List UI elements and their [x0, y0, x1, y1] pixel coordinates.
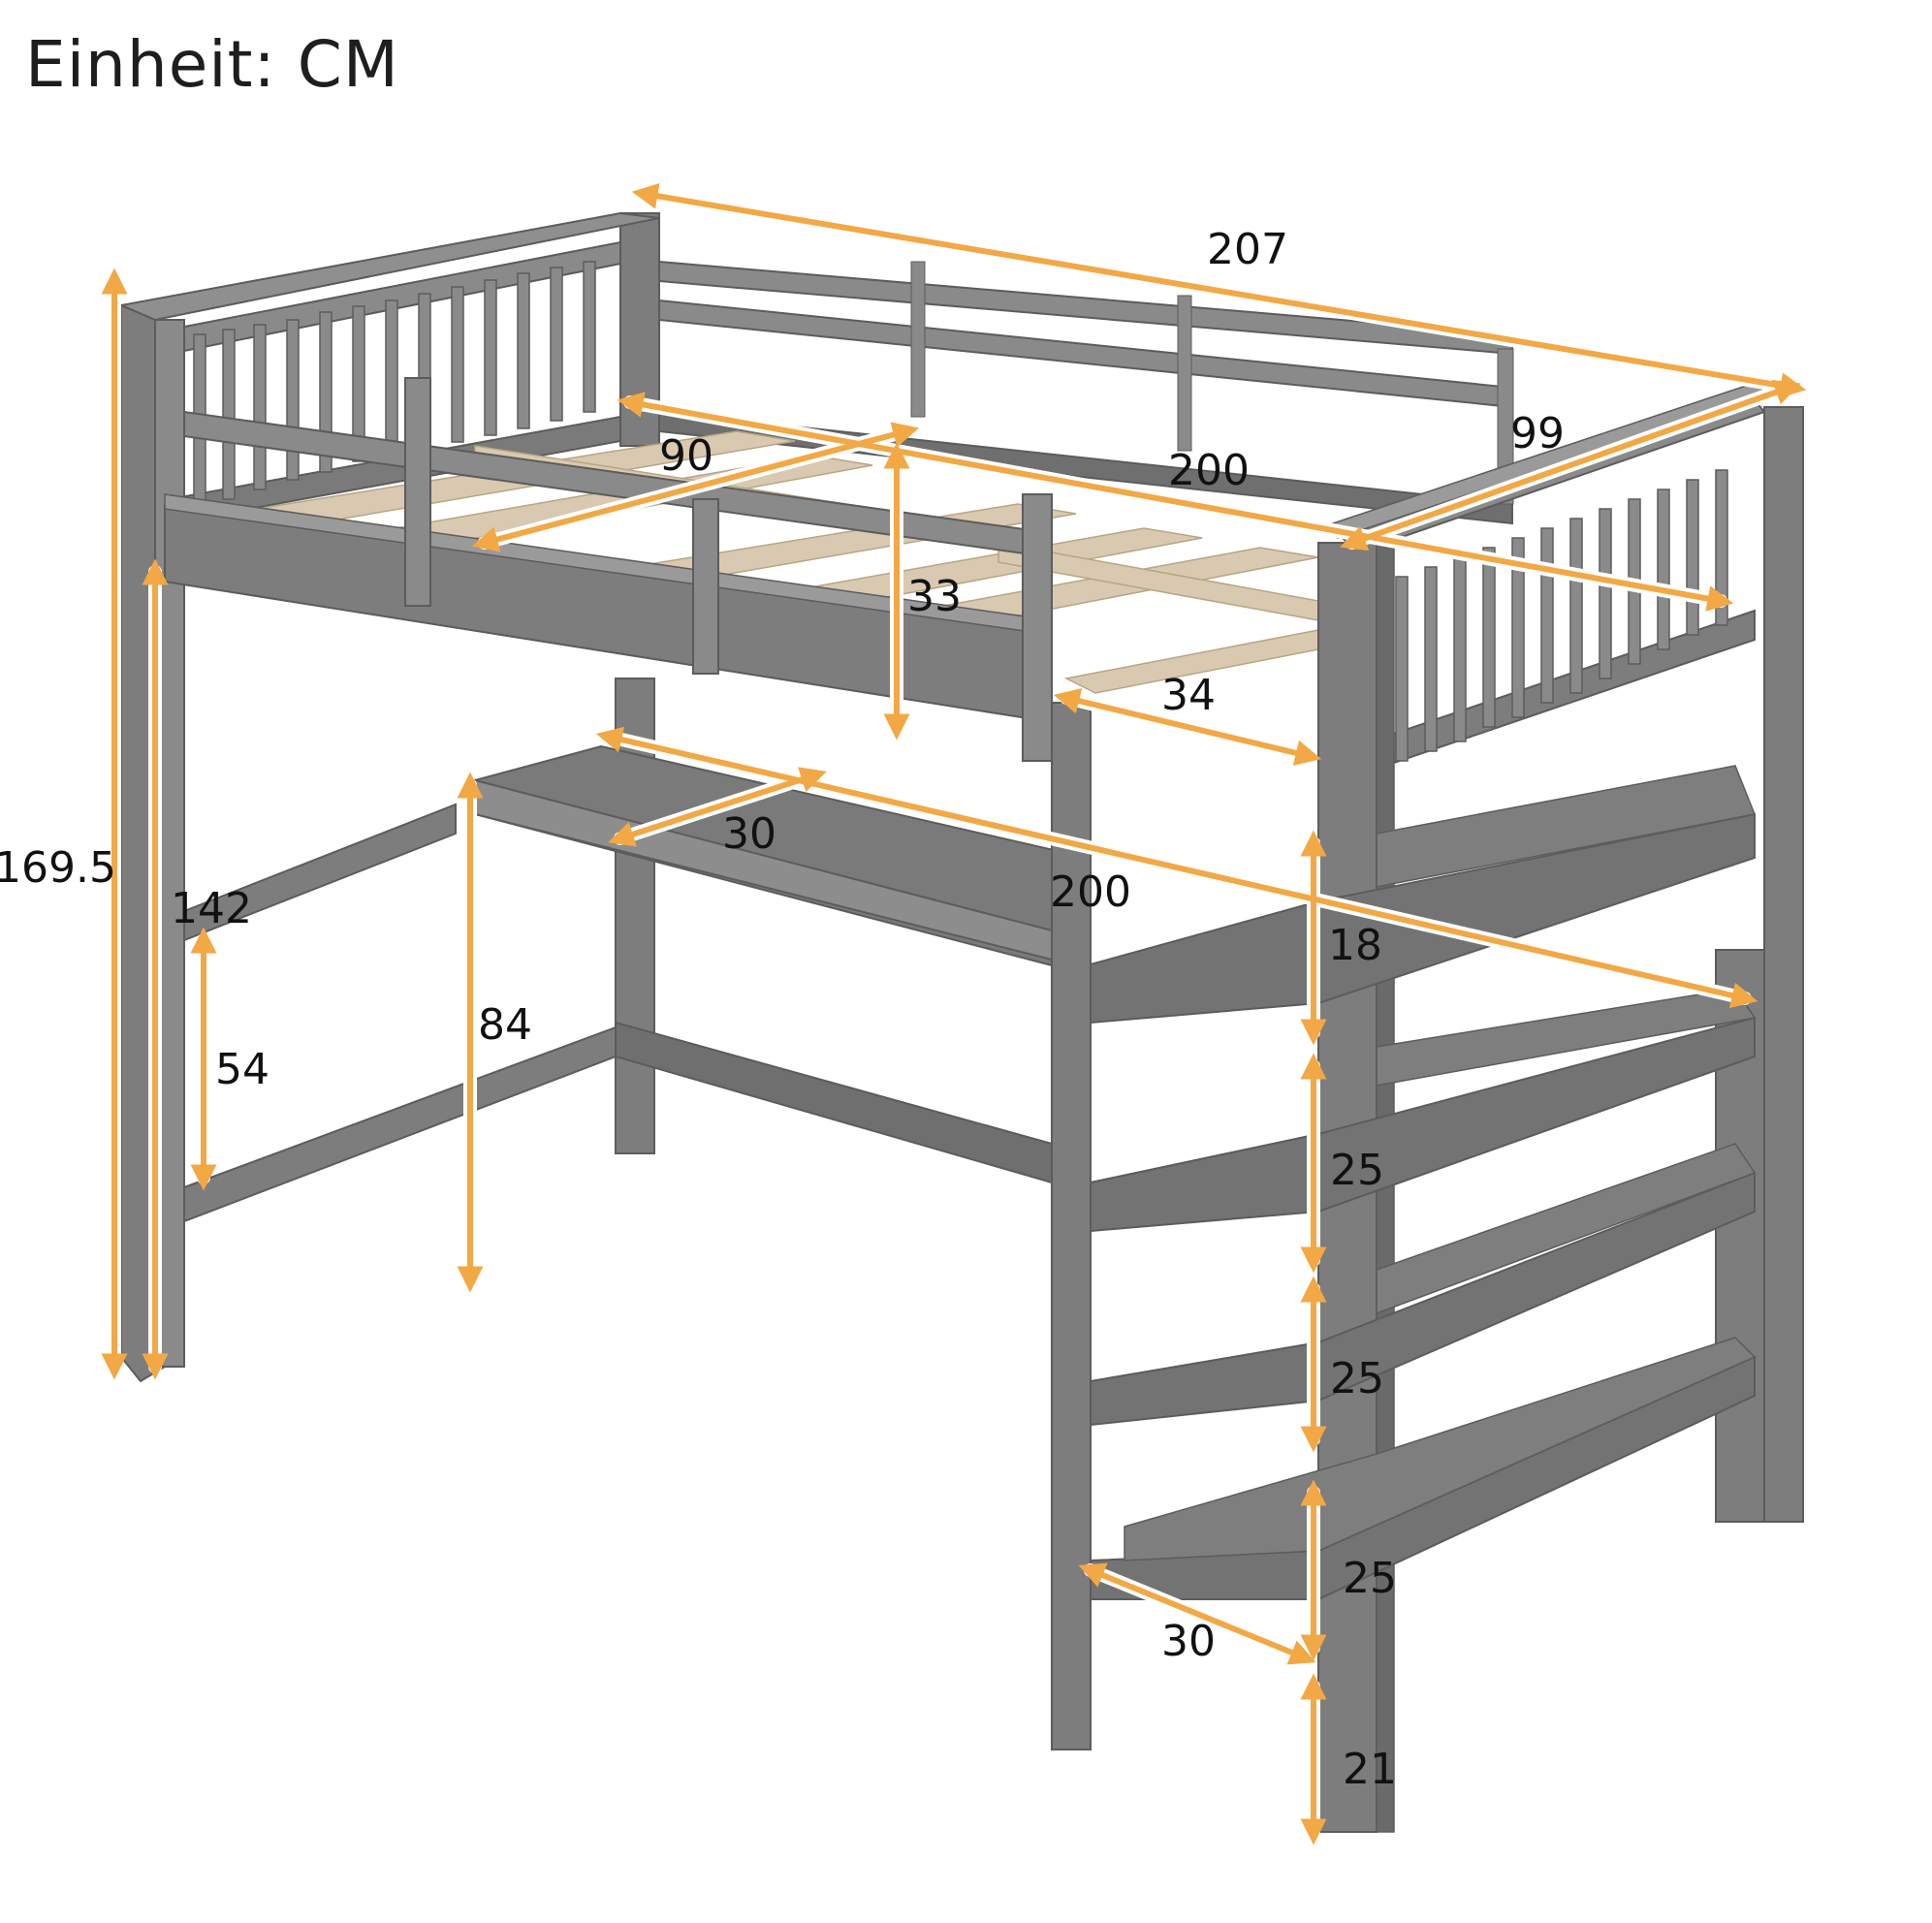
- label-desk-length: 200: [1050, 867, 1131, 917]
- guardrail-post-1: [404, 377, 431, 607]
- guardrail-post-2: [692, 498, 719, 675]
- label-step-depth: 30: [1161, 1617, 1216, 1666]
- label-step-4: 25: [1343, 1554, 1397, 1603]
- label-step-3: 25: [1330, 1354, 1384, 1403]
- far-long-rail-top: [658, 260, 1513, 356]
- label-step-top: 18: [1328, 921, 1382, 970]
- far-right-top-rail: [1316, 382, 1776, 539]
- label-total-width: 99: [1510, 409, 1565, 458]
- desk-side-rail-upper: [183, 803, 457, 942]
- arrow-step-depth: [1078, 1562, 1316, 1665]
- dimension-arrows: [101, 182, 1807, 1845]
- label-ladder-opening: 34: [1161, 671, 1216, 720]
- ladder-left-rail: [1051, 702, 1092, 1750]
- storage-steps: [1090, 765, 1757, 1600]
- label-under-bed-height: 142: [171, 884, 252, 933]
- step-3-top: [1376, 1143, 1757, 1315]
- arrow-mattress-width: [471, 422, 920, 552]
- arrow-desk-length: [595, 726, 1758, 1009]
- label-total-length: 207: [1207, 225, 1288, 274]
- label-desk-depth: 30: [722, 809, 776, 859]
- label-total-height: 169.5: [0, 843, 116, 893]
- label-rail-height: 54: [215, 1045, 269, 1094]
- desk-back-rail: [615, 1021, 1053, 1184]
- far-rail-post-1: [910, 261, 926, 418]
- far-rail-post-2: [1177, 295, 1192, 452]
- label-step-2: 25: [1330, 1146, 1384, 1195]
- step-4-top: [1124, 1337, 1757, 1561]
- arrow-total-length: [631, 182, 1807, 399]
- label-step-bottom: 21: [1343, 1745, 1397, 1794]
- guardrail-post-3: [1022, 493, 1053, 762]
- far-right-post: [1763, 406, 1804, 1523]
- dimension-labels: 207 99 200 90 33 34 30 200 169.5 142 84 …: [0, 225, 1565, 1794]
- label-mattress-width: 90: [659, 431, 713, 481]
- label-desk-height: 84: [478, 1000, 532, 1050]
- label-mattress-length: 200: [1168, 446, 1250, 495]
- unit-title: Einheit: CM: [25, 27, 399, 102]
- label-guardrail-height: 33: [907, 572, 962, 621]
